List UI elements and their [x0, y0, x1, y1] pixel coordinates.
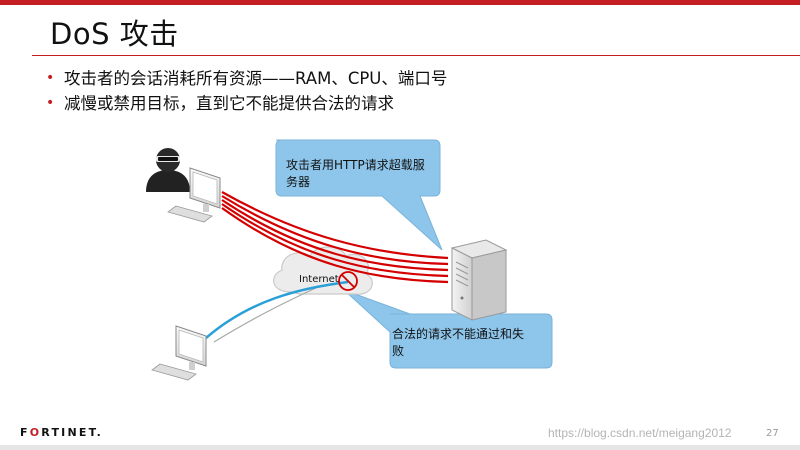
bullet-item: • 攻击者的会话消耗所有资源——RAM、CPU、端口号 [46, 66, 447, 91]
user-computer-icon [151, 325, 207, 381]
attacker-computer-icon [167, 167, 221, 223]
callout-attacker-bubble [275, 139, 443, 251]
title-underline [32, 55, 800, 56]
watermark-url: https://blog.csdn.net/meigang2012 [548, 426, 732, 440]
logo-mark-icon: O [29, 426, 42, 439]
legit-gray-path [213, 285, 321, 343]
bullet-item: • 减慢或禁用目标，直到它不能提供合法的请求 [46, 91, 447, 116]
attacker-icon [146, 148, 190, 192]
callout-legit-text: 合法的请求不能通过和失败 [392, 327, 525, 358]
page-number: 27 [766, 428, 779, 439]
top-accent-bar [0, 0, 800, 5]
callout-attacker-text: 攻击者用HTTP请求超载服务器 [286, 158, 425, 189]
logo-text-left: F [20, 426, 30, 439]
attack-line [221, 199, 449, 272]
bullet-list: • 攻击者的会话消耗所有资源——RAM、CPU、端口号 • 减慢或禁用目标，直到它不… [46, 66, 447, 116]
attack-line [221, 191, 449, 260]
slide-title: DoS 攻击 [50, 17, 179, 51]
server-icon [450, 239, 508, 321]
attack-line [221, 195, 449, 266]
attack-line [221, 203, 449, 278]
internet-label: Internet [299, 274, 339, 285]
fortinet-logo: FORTINET. [20, 426, 103, 439]
attack-line [221, 207, 449, 284]
bullet-text: 攻击者的会话消耗所有资源——RAM、CPU、端口号 [64, 69, 448, 88]
bullet-text: 减慢或禁用目标，直到它不能提供合法的请求 [64, 94, 394, 113]
attack-lines [221, 191, 449, 284]
bullet-dot-icon: • [46, 95, 55, 111]
callout-legit-bubble [343, 289, 553, 369]
logo-text-right: RTINET. [41, 426, 103, 439]
blocked-icon [338, 271, 358, 291]
bullet-dot-icon: • [46, 70, 55, 86]
footer-bar [0, 445, 800, 450]
legit-request-line [205, 280, 349, 339]
